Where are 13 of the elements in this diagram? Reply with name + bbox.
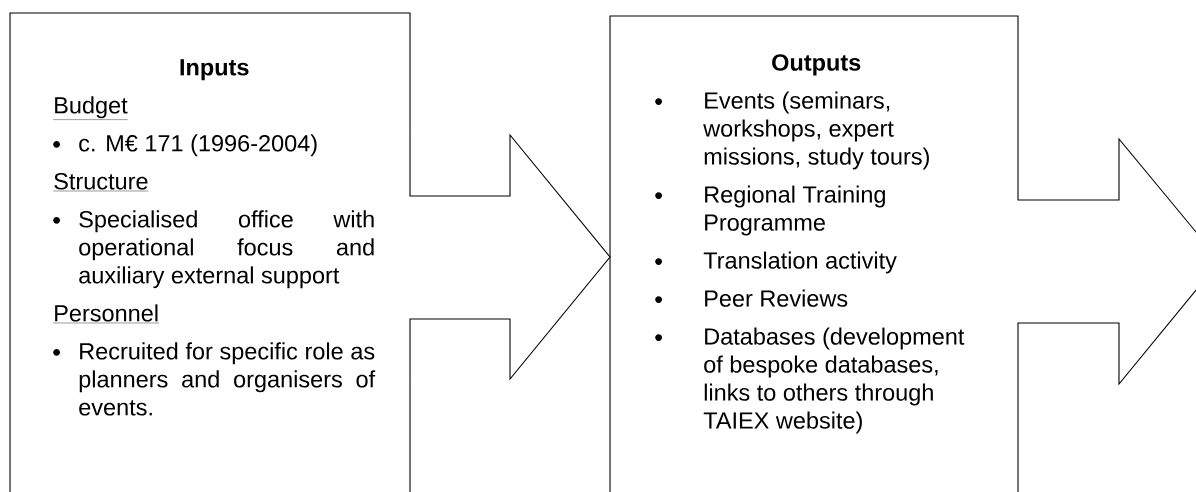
bullet-item: Specialised office with operational focus and auxiliary external support	[53, 210, 374, 289]
bullet-item: c. M€ 171 (1996-2004)	[53, 134, 317, 157]
bullet-item: Databases (development of bespoke databases, links to others through TAIEX website)	[655, 327, 965, 434]
heading: Outputs	[772, 54, 861, 76]
bullet-item: Regional Training Programme	[655, 185, 885, 236]
bullet-item: Events (seminars, workshops, expert missions, study tours)	[655, 91, 929, 170]
heading: Inputs	[180, 59, 249, 81]
section-title: Structure	[53, 172, 149, 192]
section-title: Personnel	[53, 304, 160, 324]
bullet-item: Translation activity	[655, 251, 897, 274]
bullet-item: Recruited for specific role as planners and organisers of events.	[53, 342, 376, 416]
bullet-item: Peer Reviews	[655, 289, 848, 307]
section-title: Budget	[53, 96, 128, 120]
